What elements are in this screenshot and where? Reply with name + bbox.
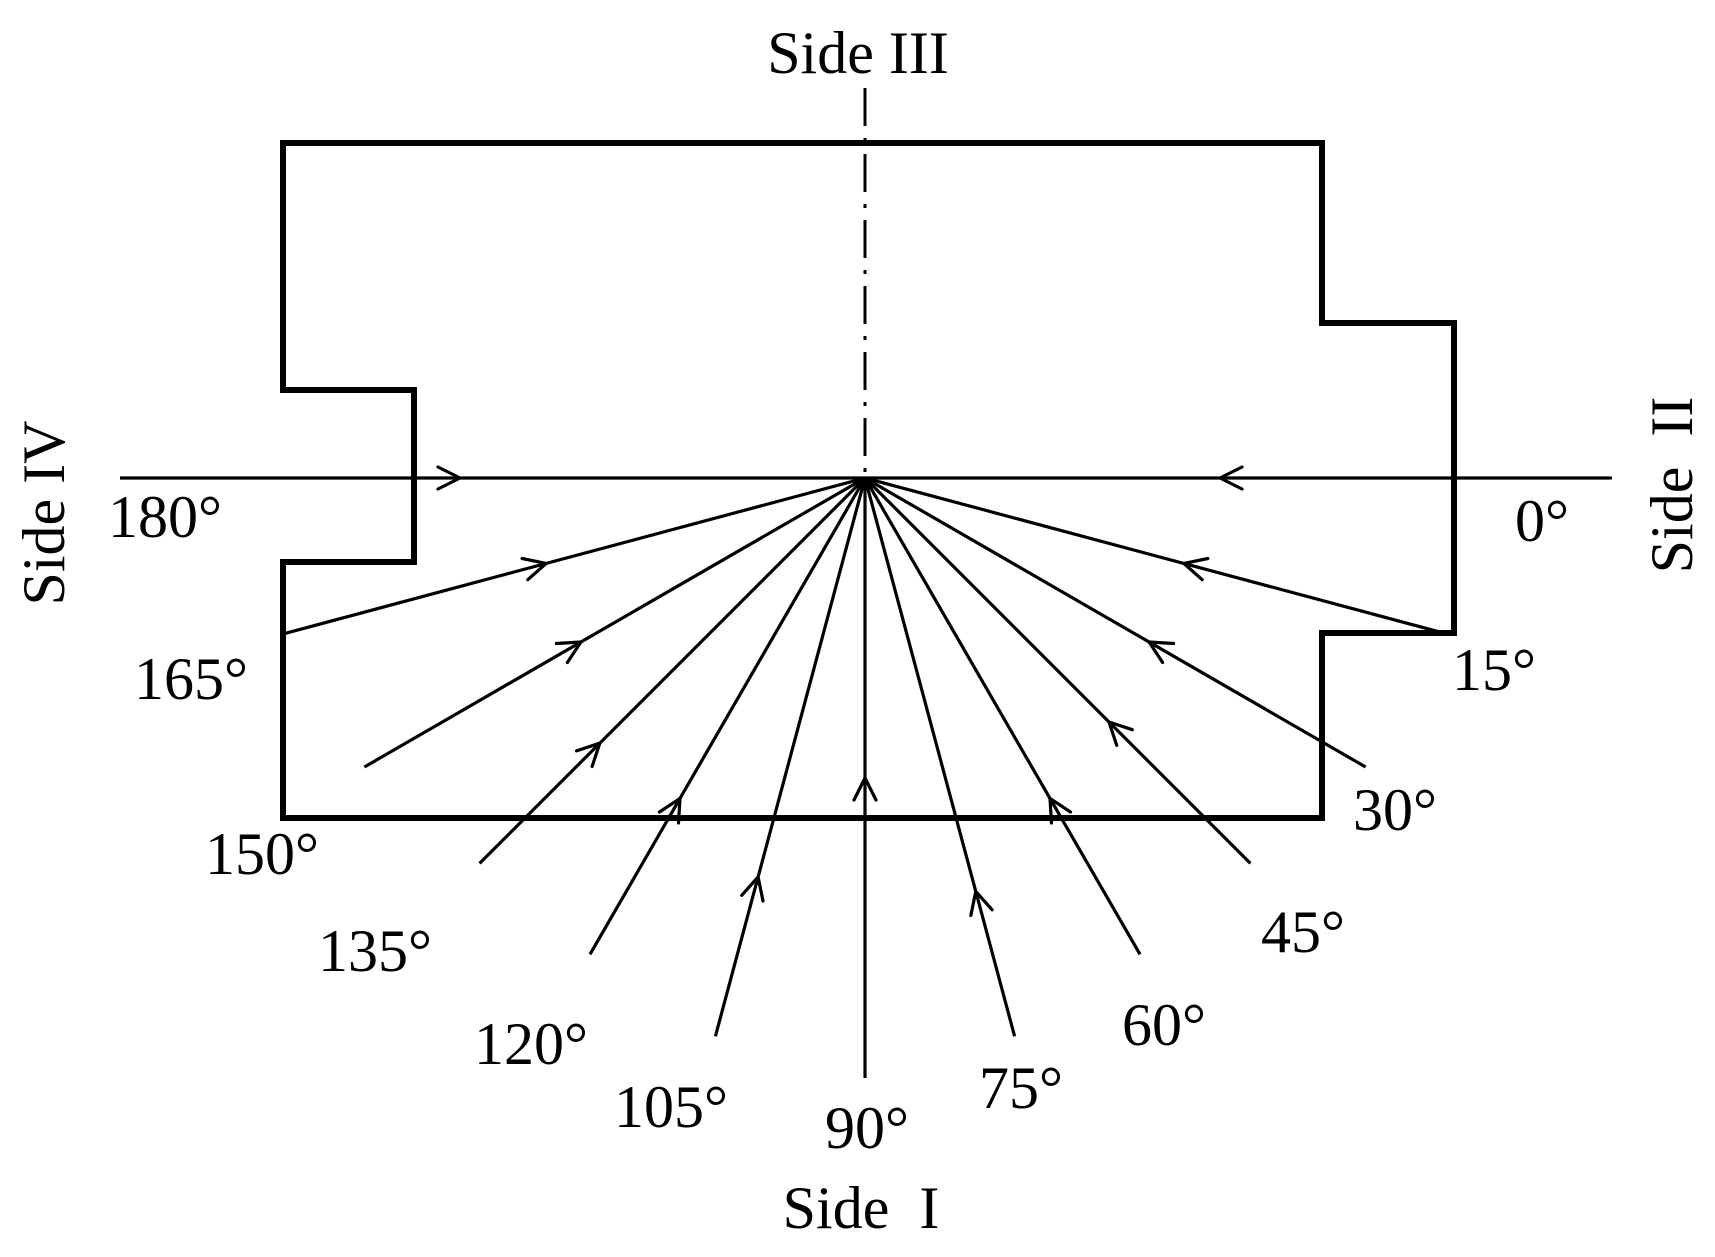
angle-label-180: 180° (108, 484, 222, 550)
angle-label-0: 0° (1515, 488, 1569, 554)
arrowhead-180 (436, 465, 462, 491)
arrowhead-150 (554, 640, 583, 665)
angle-label-135: 135° (318, 918, 432, 984)
arrowhead-105 (740, 875, 765, 903)
ray-15 (864, 476, 1446, 635)
incidence-rays (120, 465, 1610, 1078)
arrowhead-60 (1048, 796, 1073, 825)
angle-label-150: 150° (205, 821, 319, 887)
arrowhead-75 (969, 889, 994, 918)
arrowhead-0 (1218, 465, 1244, 491)
ray-120 (588, 477, 867, 956)
arrowhead-90 (852, 776, 878, 802)
angle-label-75: 75° (979, 1055, 1063, 1121)
ray-60 (863, 477, 1142, 956)
ray-30 (864, 476, 1367, 769)
arrowhead-30 (1147, 640, 1176, 665)
ray-135 (478, 476, 867, 865)
side-bottom-label: Side I (783, 1175, 940, 1241)
angle-label-165: 165° (134, 646, 248, 712)
side-right-label: Side II (1639, 397, 1705, 574)
angle-label-105: 105° (614, 1074, 728, 1140)
angle-label-120: 120° (474, 1011, 588, 1077)
ray-105 (713, 477, 867, 1037)
side-left-label: Side IV (11, 421, 77, 606)
arrowhead-165 (520, 556, 548, 582)
angle-label-60: 60° (1122, 992, 1206, 1058)
angle-label-30: 30° (1353, 777, 1437, 843)
side-top-label: Side III (767, 20, 949, 86)
angle-label-90: 90° (825, 1095, 909, 1161)
arrowhead-135 (574, 741, 602, 769)
ray-75 (863, 477, 1017, 1037)
ray-45 (863, 476, 1252, 865)
arrowhead-15 (1182, 556, 1210, 582)
ray-150 (363, 476, 866, 769)
ray-165 (284, 476, 866, 635)
building-outline (280, 140, 1457, 821)
arrowhead-45 (1107, 720, 1134, 747)
angle-label-15: 15° (1452, 637, 1536, 703)
angle-label-45: 45° (1261, 899, 1345, 965)
arrowhead-120 (657, 796, 682, 825)
